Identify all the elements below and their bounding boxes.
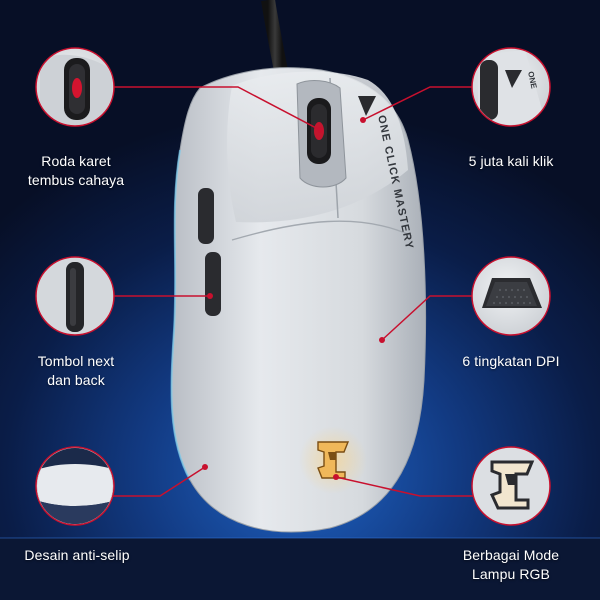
grip-surface-closeup-icon — [35, 446, 115, 526]
callout-label-side-buttons-line2: dan back — [47, 372, 105, 388]
callout-label-dpi-levels-line1: 6 tingkatan DPI — [462, 353, 560, 369]
callout-label-side-buttons: Tombol next dan back — [20, 352, 132, 390]
rgb-logo-icon — [317, 441, 350, 479]
callout-label-rgb-modes-line2: Lampu RGB — [472, 566, 550, 582]
callout-label-anti-slip: Desain anti-selip — [14, 546, 140, 565]
leader-line-rgb — [335, 476, 473, 497]
floor-strip — [0, 538, 600, 600]
leader-line-dpi — [381, 295, 473, 341]
callout-label-rgb-modes-line1: Berbagai Mode — [462, 547, 560, 563]
braided-cable — [261, 0, 289, 78]
callout-label-scroll-wheel-line1: Roda karet — [41, 153, 111, 169]
gaming-logo-emblem-icon — [471, 446, 551, 526]
callout-label-side-buttons-line1: Tombol next — [37, 353, 115, 369]
scroll-wheel-closeup-icon — [35, 47, 115, 127]
leader-lines — [113, 86, 473, 497]
callout-label-scroll-wheel: Roda karet tembus cahaya — [20, 152, 132, 190]
callout-label-anti-slip-line1: Desain anti-selip — [24, 547, 130, 563]
callout-label-dpi-levels: 6 tingkatan DPI — [448, 352, 574, 371]
back-side-button — [205, 252, 221, 316]
brand-emblem-icon — [358, 96, 376, 116]
callout-label-switch-life-line1: 5 juta kali klik — [468, 153, 554, 169]
leader-line-scroll — [113, 86, 321, 131]
side-button-closeup-icon — [35, 256, 115, 336]
gaming-mouse — [170, 67, 427, 533]
callout-label-scroll-wheel-line2: tembus cahaya — [27, 172, 125, 188]
forward-side-button — [198, 188, 214, 244]
leader-line-anti-slip — [113, 466, 206, 497]
svg-text:ONE: ONE — [526, 71, 539, 90]
mouse-feet-pad-icon — [471, 256, 551, 336]
leader-line-switch — [362, 86, 473, 121]
callout-label-switch-life: 5 juta kali klik — [448, 152, 574, 171]
callout-label-rgb-modes: Berbagai Mode Lampu RGB — [448, 546, 574, 584]
switch-closeup-icon: ONE — [471, 47, 551, 127]
